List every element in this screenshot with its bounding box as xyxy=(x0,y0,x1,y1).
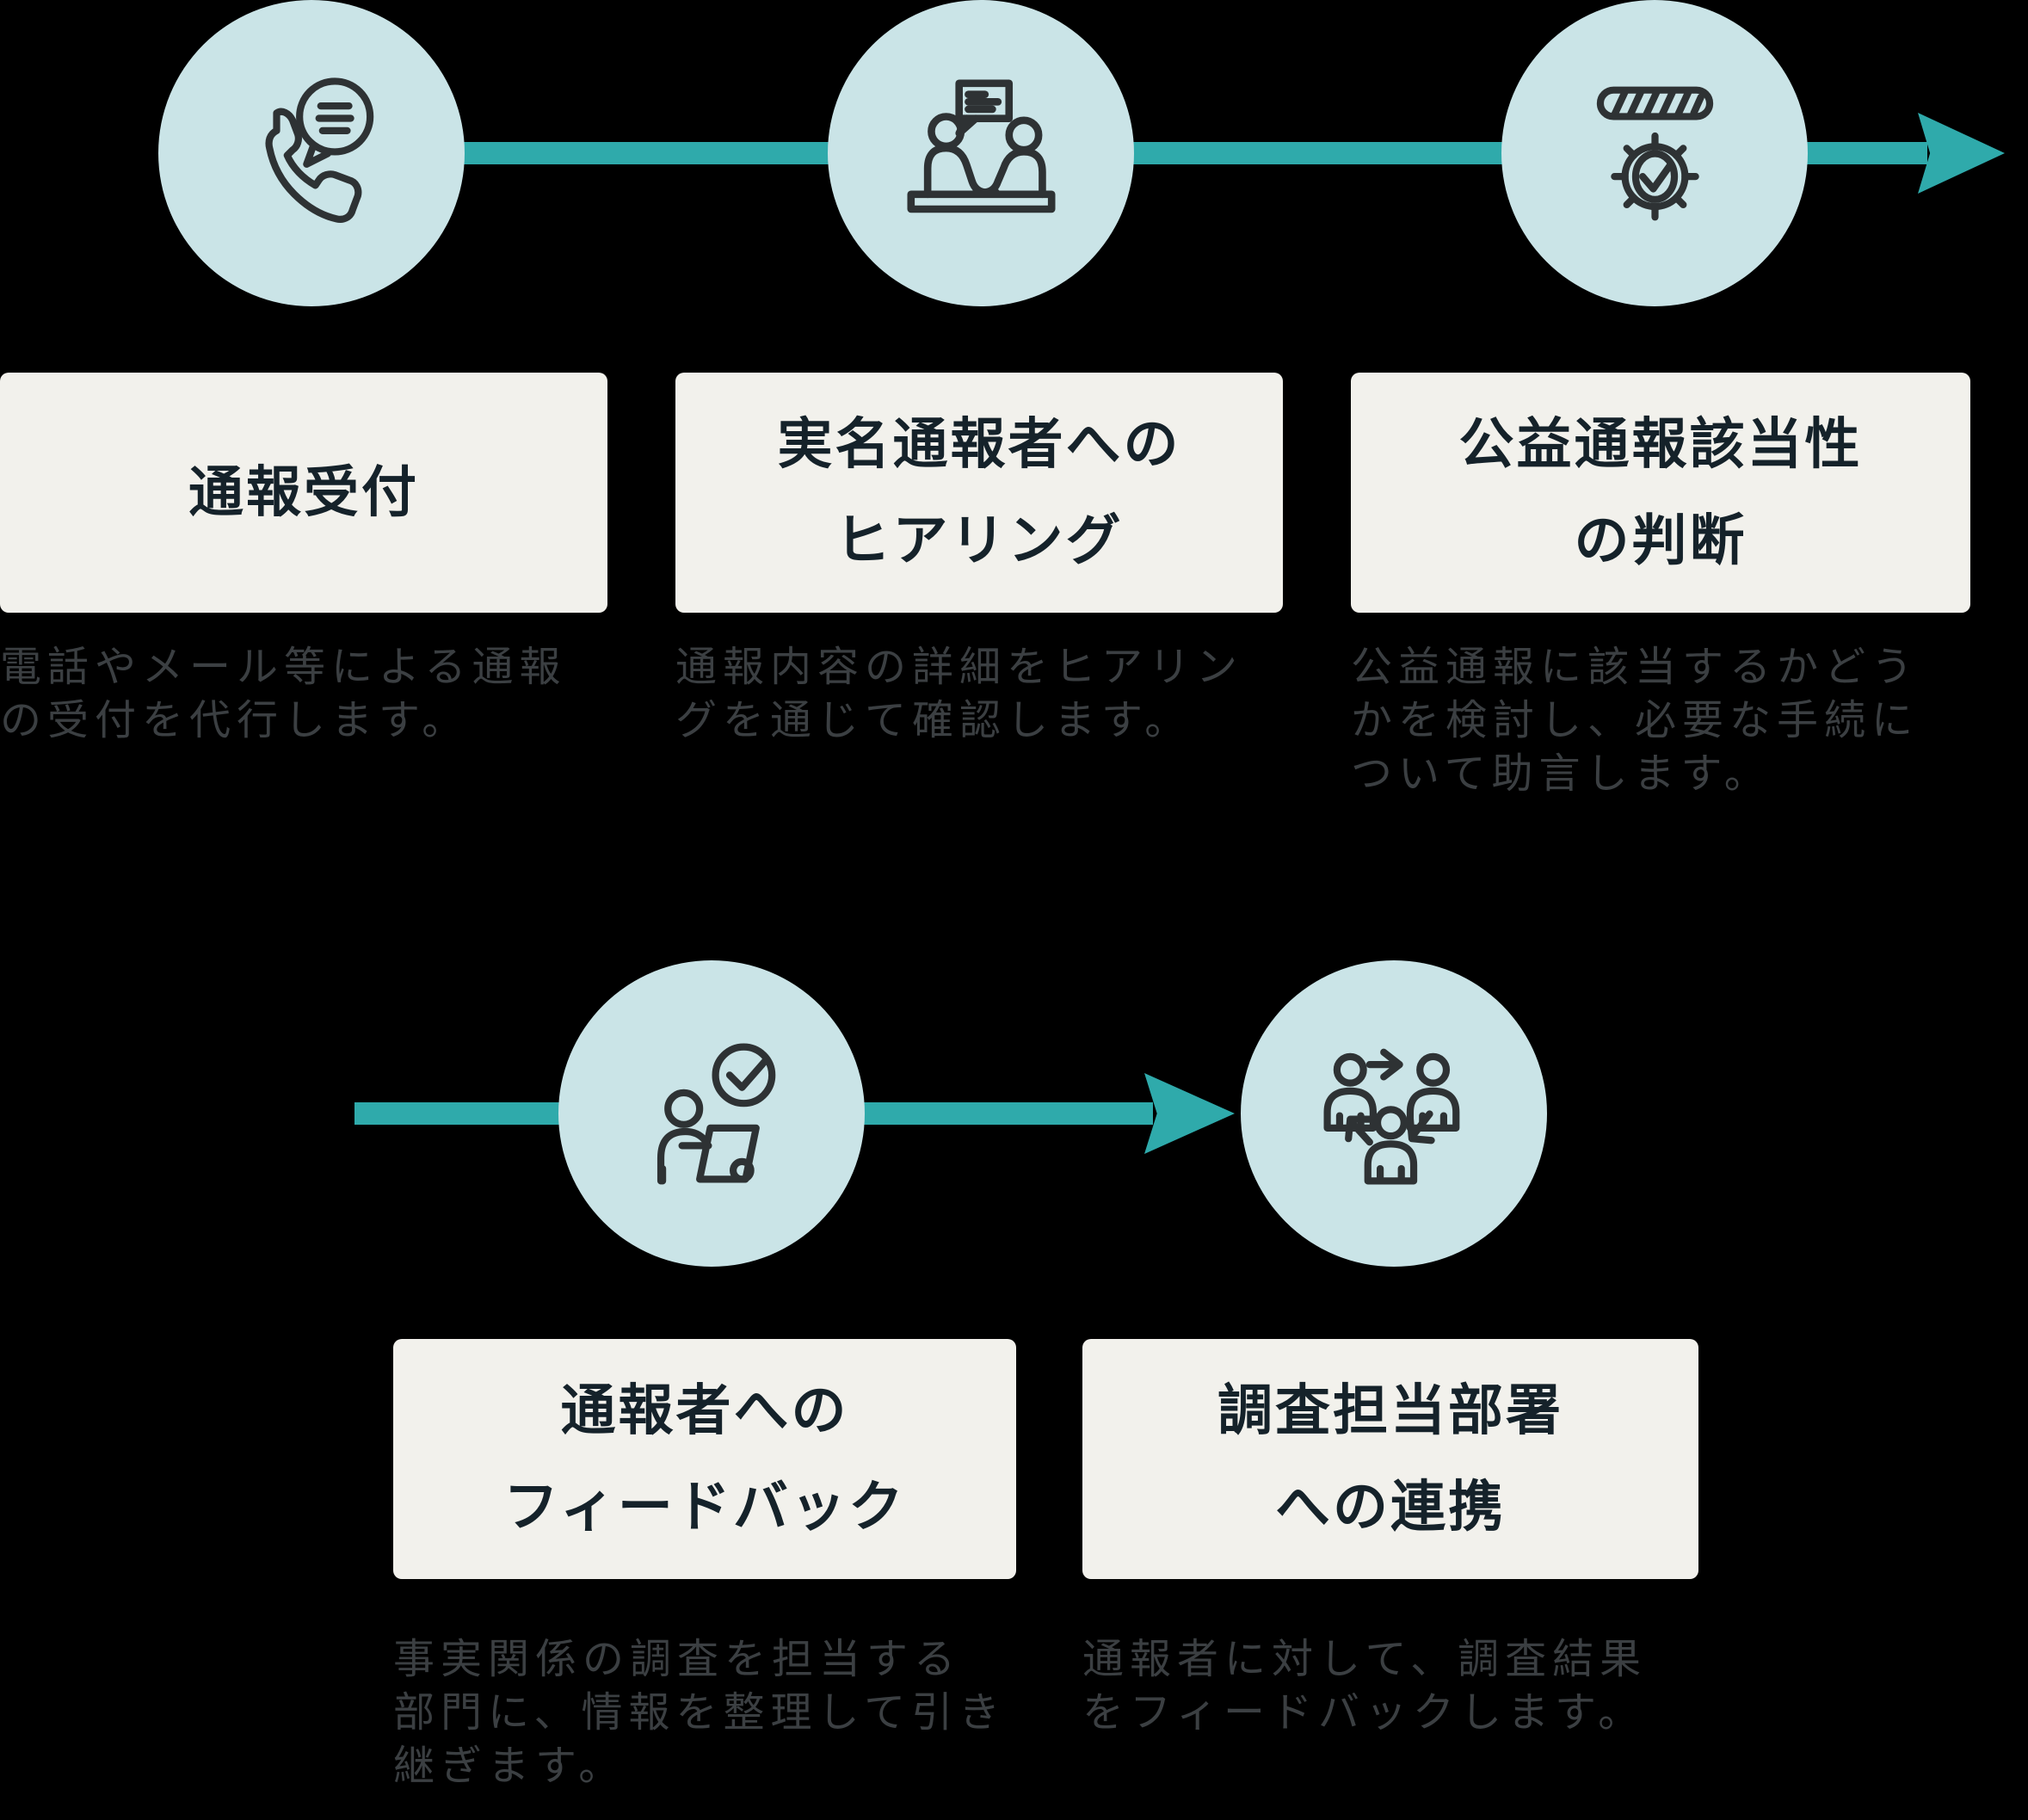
step-2-description: 通報内容の詳細をヒアリン グを通じて確認します。 xyxy=(675,645,1244,743)
step-3-title: 公益通報該当性 の判断 xyxy=(1458,413,1863,571)
step-1-title-box: 通報受付 xyxy=(0,373,607,613)
step-5-title: 調査担当部署 への連携 xyxy=(1217,1379,1563,1538)
step-4-title: 通報者への フィードバック xyxy=(503,1379,906,1538)
step-4-icon-circle xyxy=(558,960,865,1267)
people-network-icon xyxy=(1323,1048,1459,1184)
step-1-description: 電話やメール等による通報 の受付を代行します。 xyxy=(0,645,567,743)
step-5-icon-circle xyxy=(1241,960,1547,1267)
step-3-description: 公益通報に該当するかどう かを検討し、必要な手続に ついて助言します。 xyxy=(1351,645,1920,797)
step-4-description: 事実関係の調査を担当する 部門に、情報を整理して引き 継ぎます。 xyxy=(393,1637,1007,1789)
step-2-title-box: 実名通報者への ヒアリング xyxy=(675,373,1283,613)
step-5-title-box: 調査担当部署 への連携 xyxy=(1082,1339,1698,1579)
gear-check-icon xyxy=(1596,86,1713,220)
step-3-title-box: 公益通報該当性 の判断 xyxy=(1351,373,1970,613)
step-4-title-box: 通報者への フィードバック xyxy=(393,1339,1016,1579)
step-2-title: 実名通報者への ヒアリング xyxy=(777,413,1181,571)
document-review-check-icon xyxy=(656,1043,775,1184)
step-2-icon-circle xyxy=(828,0,1134,306)
step-1-icon-circle xyxy=(158,0,465,306)
interview-icon xyxy=(907,79,1055,213)
step-1-title: 通報受付 xyxy=(188,461,419,523)
arrowhead-right-top-icon xyxy=(1918,113,2005,194)
step-3-icon-circle xyxy=(1501,0,1808,306)
phone-chat-icon xyxy=(264,77,373,223)
arrowhead-right-bottom-icon xyxy=(1144,1073,1235,1154)
step-5-description: 通報者に対して、調査結果 をフィードバックします。 xyxy=(1082,1637,1648,1736)
